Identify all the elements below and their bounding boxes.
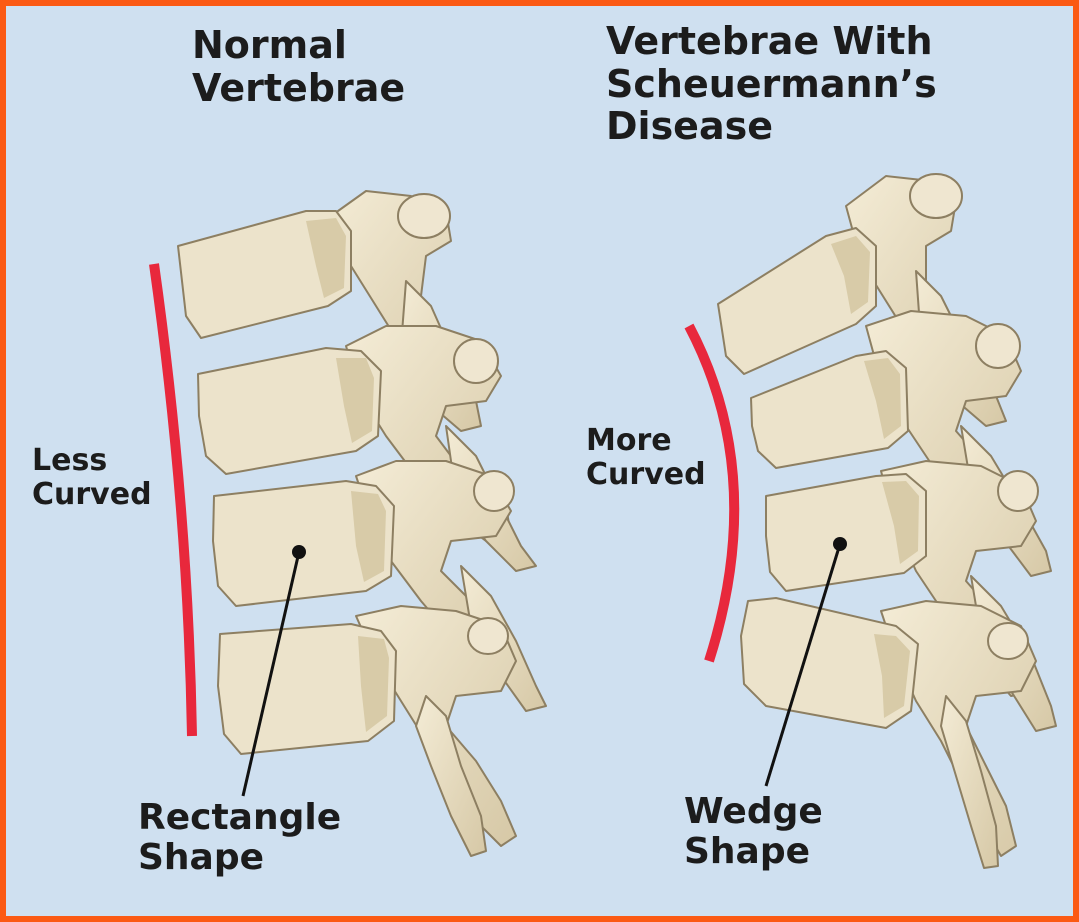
scheuermann-title-line1: Vertebrae With [606, 20, 937, 63]
less-curved-line2: Curved [32, 478, 152, 512]
diagram-canvas: Normal Vertebrae Vertebrae With Scheuerm… [6, 6, 1073, 916]
less-curved-line [154, 264, 192, 736]
wedge-shape-line1: Wedge [684, 792, 823, 832]
rectangle-shape-label: Rectangle Shape [138, 798, 341, 879]
rectangle-shape-line1: Rectangle [138, 798, 341, 838]
normal-title: Normal Vertebrae [192, 24, 405, 109]
scheuermann-title: Vertebrae With Scheuermann’s Disease [606, 20, 937, 148]
normal-spine [178, 191, 546, 856]
scheuermann-title-line3: Disease [606, 105, 937, 148]
more-curved-line [689, 326, 734, 661]
normal-title-line2: Vertebrae [192, 67, 405, 110]
scheuermann-title-line2: Scheuermann’s [606, 63, 937, 106]
less-curved-line1: Less [32, 444, 152, 478]
more-curved-label: More Curved [586, 424, 706, 491]
normal-title-line1: Normal [192, 24, 405, 67]
less-curved-label: Less Curved [32, 444, 152, 511]
wedge-shape-line2: Shape [684, 832, 823, 872]
more-curved-line1: More [586, 424, 706, 458]
scheuermann-spine [718, 174, 1056, 868]
wedge-shape-label: Wedge Shape [684, 792, 823, 873]
rectangle-shape-line2: Shape [138, 838, 341, 878]
more-curved-line2: Curved [586, 458, 706, 492]
